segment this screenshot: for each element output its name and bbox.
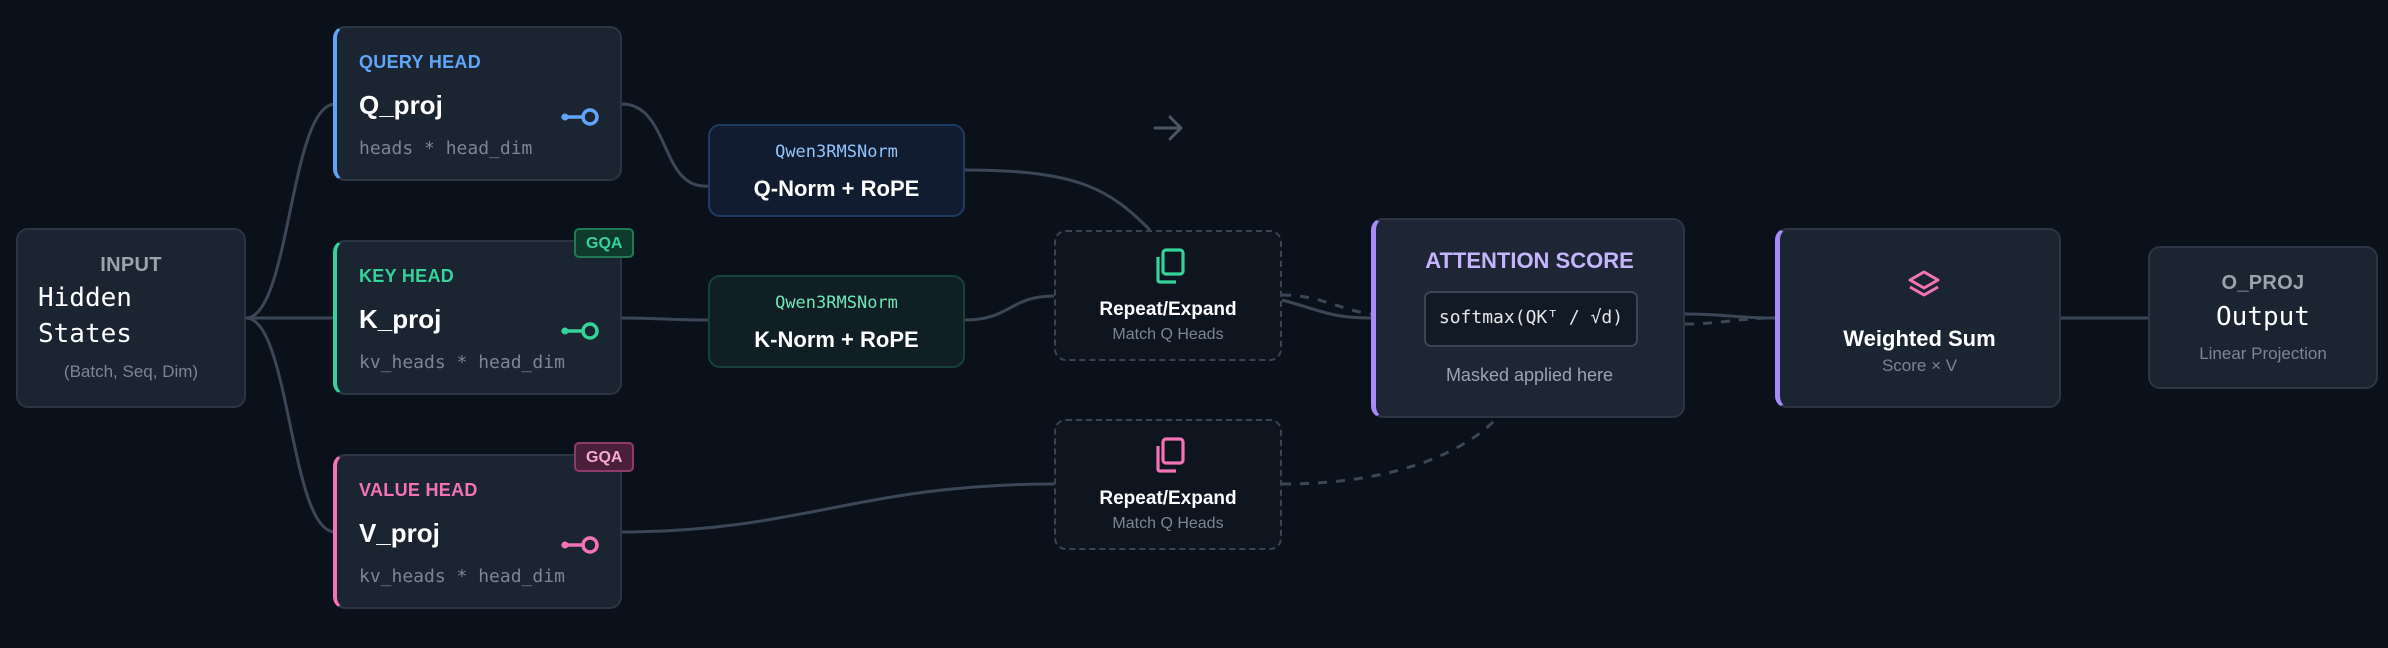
edge-qnorm-to-attention: [964, 168, 1152, 232]
weighted-sum-subtitle: Score × V: [1881, 356, 1958, 375]
edge-value-to-repeatv: [621, 482, 1055, 534]
edge-knorm-to-repeatk: [964, 294, 1055, 322]
output-title: Output: [2216, 302, 2310, 332]
repeat-v-title: Repeat/Expand: [1099, 488, 1237, 509]
layers-icon: [1908, 270, 1940, 297]
weighted-sum-title: Weighted Sum: [1843, 326, 1996, 351]
q-norm-module: Qwen3RMSNorm: [775, 142, 898, 162]
query-head-title: Q_proj: [359, 90, 443, 120]
connector-dot-icon: [561, 322, 599, 340]
input-eyebrow: INPUT: [100, 254, 162, 276]
key-head-eyebrow: KEY HEAD: [359, 266, 455, 286]
input-node[interactable]: INPUT Hidden States (Batch, Seq, Dim): [16, 228, 246, 408]
edge-query-to-qnorm: [621, 102, 709, 188]
value-head-eyebrow: VALUE HEAD: [359, 480, 478, 500]
input-title-line1: Hidden: [38, 283, 132, 313]
query-head-eyebrow: QUERY HEAD: [359, 52, 482, 72]
k-norm-node[interactable]: Qwen3RMSNorm K-Norm + RoPE: [708, 275, 965, 368]
repeat-v-node[interactable]: Repeat/Expand Match Q Heads: [1054, 419, 1282, 550]
attention-score-node[interactable]: ATTENTION SCORE softmax(QKᵀ / √d) Masked…: [1371, 218, 1685, 418]
connector-dot-icon: [561, 108, 599, 126]
repeat-k-title: Repeat/Expand: [1099, 299, 1237, 320]
attention-title: ATTENTION SCORE: [1425, 248, 1634, 273]
key-gqa-badge: GQA: [574, 228, 635, 258]
output-eyebrow: O_PROJ: [2221, 272, 2305, 294]
q-norm-title: Q-Norm + RoPE: [753, 176, 920, 201]
k-norm-module: Qwen3RMSNorm: [775, 293, 898, 313]
attention-formula: softmax(QKᵀ / √d): [1438, 307, 1624, 328]
repeat-v-subtitle: Match Q Heads: [1112, 515, 1224, 532]
value-gqa-badge: GQA: [574, 442, 635, 472]
repeat-k-node[interactable]: Repeat/Expand Match Q Heads: [1054, 230, 1282, 361]
key-head-title: K_proj: [359, 304, 442, 334]
edge-dashed-attention-to-sum: [1684, 316, 1776, 326]
q-norm-node[interactable]: Qwen3RMSNorm Q-Norm + RoPE: [708, 124, 965, 217]
output-node[interactable]: O_PROJ Output Linear Projection: [2148, 246, 2378, 389]
attention-note: Masked applied here: [1445, 365, 1614, 385]
value-head-subtitle: kv_heads * head_dim: [359, 566, 565, 587]
edge-input-to-value: [245, 316, 336, 534]
output-subtitle: Linear Projection: [2199, 344, 2327, 363]
attention-formula-box: softmax(QKᵀ / √d): [1424, 291, 1638, 347]
connector-dot-icon: [561, 536, 599, 554]
input-title-line2: States: [38, 319, 132, 349]
repeat-k-subtitle: Match Q Heads: [1112, 326, 1224, 343]
arrow-right-icon: [1153, 115, 1183, 141]
copy-icon: [1156, 437, 1185, 473]
query-head-subtitle: heads * head_dim: [359, 138, 533, 159]
k-norm-title: K-Norm + RoPE: [754, 327, 919, 352]
query-head-node[interactable]: QUERY HEAD Q_proj heads * head_dim: [333, 26, 622, 181]
key-head-node[interactable]: KEY HEAD K_proj kv_heads * head_dim: [333, 240, 622, 395]
weighted-sum-node[interactable]: Weighted Sum Score × V: [1775, 228, 2061, 408]
edge-input-to-query: [245, 102, 336, 320]
copy-icon: [1156, 248, 1185, 284]
edge-key-to-knorm: [621, 316, 709, 322]
key-head-subtitle: kv_heads * head_dim: [359, 352, 565, 373]
edge-repeatk-to-attention: [1281, 298, 1372, 320]
value-head-node[interactable]: VALUE HEAD V_proj kv_heads * head_dim: [333, 454, 622, 609]
edge-dashed-v-to-attention: [1281, 418, 1497, 486]
input-subtitle: (Batch, Seq, Dim): [63, 362, 199, 381]
value-head-title: V_proj: [359, 518, 440, 548]
